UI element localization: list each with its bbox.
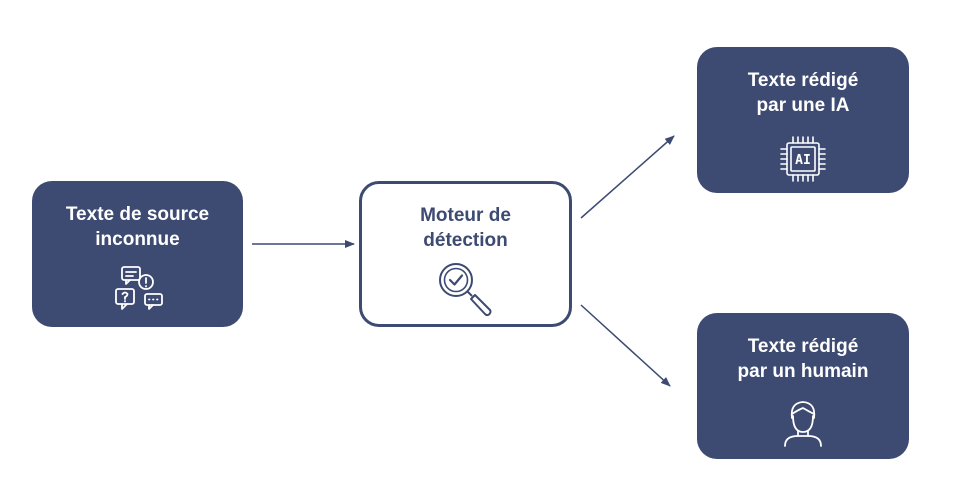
ai-chip-text: AI xyxy=(795,153,811,168)
node-human-written-label: Texte rédigé par un humain xyxy=(737,336,869,382)
person-icon xyxy=(784,401,822,447)
node-unknown-source-label: Texte de source inconnue xyxy=(65,204,210,250)
chat-bubbles-question-icon xyxy=(115,266,163,310)
arrow-engine-to-ai xyxy=(580,135,675,219)
magnifier-check-icon xyxy=(439,263,492,317)
node-human-written-text: Texte rédigé par un humain xyxy=(697,313,909,459)
node-detection-engine: Moteur de détection xyxy=(359,181,572,327)
node-unknown-source-text: Texte de source inconnue xyxy=(32,181,243,327)
ai-chip-icon: AI xyxy=(780,136,826,182)
node-ai-written-label: Texte rédigé par une IA xyxy=(747,70,859,116)
node-detection-engine-label: Moteur de détection xyxy=(420,205,511,251)
arrow-engine-to-human xyxy=(580,304,671,387)
node-ai-written-text: Texte rédigé par une IA AI xyxy=(697,47,909,193)
